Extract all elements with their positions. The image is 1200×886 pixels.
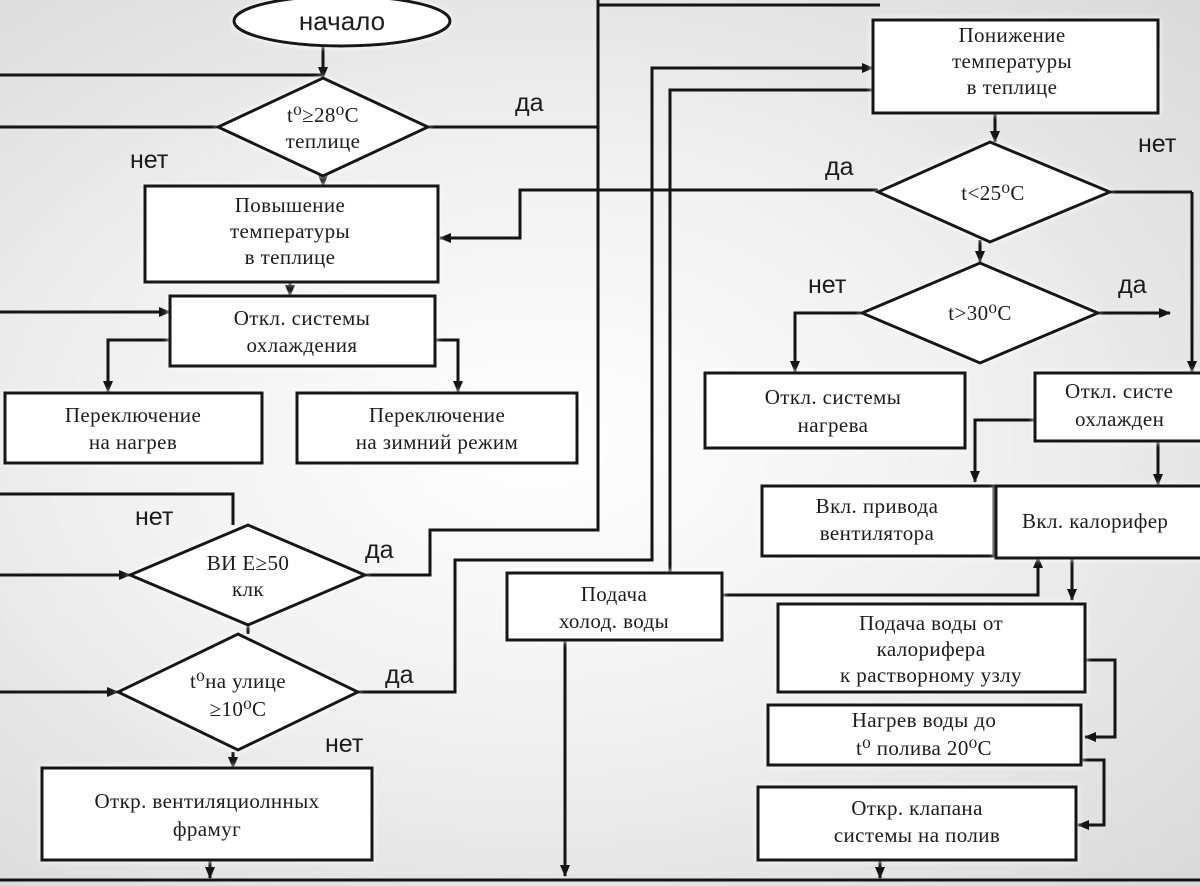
process-valve-open: Откр. клапана системы на полив <box>756 785 1078 862</box>
branch-label-no: нет <box>135 503 174 531</box>
process-text: Откл. систе <box>1065 379 1173 403</box>
process-text: холод. воды <box>559 609 669 633</box>
process-text: Повышение <box>235 193 346 217</box>
process-text: Откр. вентиляциолнных <box>94 789 319 813</box>
process-switch-heating: Переключение на нагрев <box>3 391 264 465</box>
connector <box>0 492 235 525</box>
process-cooling-off-left: Откл. системы охлаждения <box>168 294 437 368</box>
connector <box>435 338 463 393</box>
process-text: температуры <box>952 49 1072 73</box>
decision-text: t>30⁰C <box>948 301 1012 325</box>
process-text: охлажден <box>1075 407 1164 431</box>
process-text: нагрева <box>798 413 869 437</box>
decision-illumination: ВИ E≥50 клк <box>126 523 369 627</box>
decision-text: ВИ E≥50 <box>207 551 290 575</box>
connector <box>668 88 873 575</box>
process-text: Нагрев воды до <box>852 708 997 732</box>
process-text: Вкл. калорифер <box>1022 509 1168 533</box>
process-text: на зимний режим <box>356 430 518 454</box>
connector <box>1084 658 1117 742</box>
connector <box>358 63 874 694</box>
process-text: Понижение <box>958 23 1065 47</box>
process-text: Переключение <box>65 403 201 427</box>
process-text: Подача <box>581 582 648 606</box>
start-terminal: начало <box>232 0 452 48</box>
process-text: системы на полив <box>834 823 1000 847</box>
branch-label-yes: да <box>1118 271 1147 299</box>
connector <box>365 0 600 577</box>
process-raise-temperature: Повышение температуры в теплице <box>143 184 440 284</box>
connector <box>790 311 862 373</box>
decision-text: клк <box>232 577 264 601</box>
process-text: Откл. системы <box>234 306 371 330</box>
process-text: фрамуг <box>173 817 241 841</box>
process-fan-on: Вкл. привода вентилятора <box>760 484 996 558</box>
decision-text: теплице <box>286 129 361 153</box>
connector <box>722 556 1043 597</box>
branch-label-no: нет <box>1138 130 1177 158</box>
connector <box>428 0 600 129</box>
decision-temp-above-30: t>30⁰C <box>858 261 1102 365</box>
process-water-heat: Нагрев воды до t⁰ полива 20⁰C <box>766 703 1083 767</box>
connector <box>103 338 170 393</box>
decision-temp-below-25: t<25⁰C <box>874 140 1114 244</box>
connector <box>439 188 878 243</box>
connector <box>970 418 1035 483</box>
branch-labels: да нет да нет да нет да нет да нет <box>130 89 1177 758</box>
process-text: калорифера <box>877 637 986 661</box>
process-text: t⁰ полива 20⁰C <box>856 736 992 760</box>
process-text: охлаждения <box>247 333 358 357</box>
process-cooling-off-right: Откл. систе охлажден <box>1033 371 1200 443</box>
decision-text: ≥10⁰C <box>210 697 267 721</box>
process-open-vents: Откр. вентиляциолнных фрамуг <box>40 766 374 862</box>
process-text: вентилятора <box>820 521 935 545</box>
process-text: Откр. клапана <box>851 796 983 820</box>
branch-label-no: нет <box>130 146 169 174</box>
decision-text: t⁰≥28⁰C <box>287 103 359 127</box>
process-text: Подача воды от <box>859 611 1003 635</box>
decision-text: t⁰на улице <box>190 669 286 693</box>
decision-temp-28: t⁰≥28⁰C теплице <box>214 76 432 178</box>
process-lower-temperature: Понижение температуры в теплице <box>871 18 1160 115</box>
process-text: к растворному узлу <box>840 663 1022 687</box>
process-text: Откл. системы <box>765 385 902 409</box>
process-heater-on: Вкл. калорифер <box>994 484 1200 560</box>
start-label: начало <box>299 6 385 36</box>
connector <box>1077 758 1106 830</box>
process-text: в теплице <box>967 75 1058 99</box>
process-text: Вкл. привода <box>816 494 939 518</box>
branch-label-yes: да <box>365 536 394 564</box>
branch-label-yes: да <box>825 153 854 181</box>
process-text: температуры <box>230 219 350 243</box>
process-text: в теплице <box>245 245 336 269</box>
process-switch-winter: Переключение на зимний режим <box>295 391 579 465</box>
branch-label-yes: да <box>515 89 544 117</box>
process-cold-water: Подача холод. воды <box>505 571 724 642</box>
process-heating-off: Откл. системы нагрева <box>703 371 967 450</box>
process-text: Переключение <box>369 403 505 427</box>
process-water-supply: Подача воды от калорифера к растворному … <box>776 602 1087 694</box>
decision-text: t<25⁰C <box>961 181 1025 205</box>
decision-outside-temp: t⁰на улице ≥10⁰C <box>114 632 362 752</box>
branch-label-yes: да <box>385 661 414 689</box>
branch-label-no: нет <box>808 271 847 299</box>
process-text: на нагрев <box>89 430 177 454</box>
branch-label-no: нет <box>325 730 364 758</box>
